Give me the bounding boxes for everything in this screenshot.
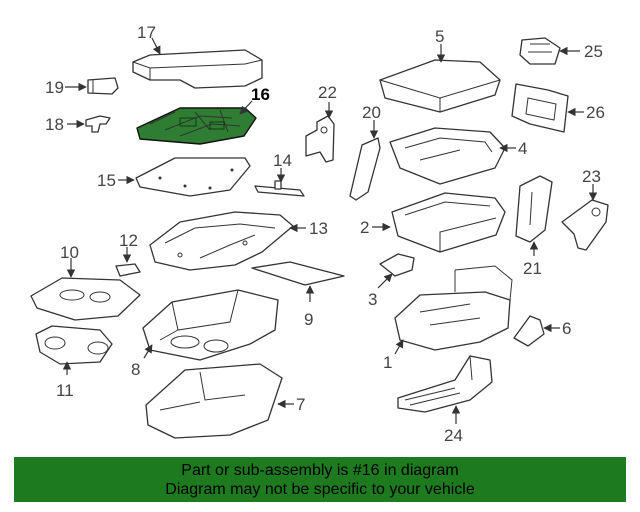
callout-11: 11 <box>56 381 74 400</box>
callout-22: 22 <box>318 83 337 102</box>
callout-4: 4 <box>518 139 527 158</box>
part-18-hinge[interactable] <box>85 115 111 133</box>
callout-8: 8 <box>131 360 140 379</box>
part-25-latch[interactable] <box>519 37 561 65</box>
part-16-highlighted-panel[interactable] <box>136 107 257 145</box>
callout-25: 25 <box>584 42 603 61</box>
part-19-latch[interactable] <box>87 77 119 95</box>
callout-19: 19 <box>45 78 64 97</box>
part-26-bezel[interactable] <box>511 83 569 133</box>
callout-15: 15 <box>97 171 116 190</box>
banner-line-disclaimer: Diagram may not be specific to your vehi… <box>165 480 475 498</box>
part-3-bracket[interactable] <box>379 253 415 277</box>
part-21-side-bracket[interactable] <box>515 175 553 243</box>
callout-1: 1 <box>383 353 392 372</box>
part-22-bracket[interactable] <box>305 115 335 163</box>
callout-24: 24 <box>444 426 463 445</box>
callout-7: 7 <box>296 395 305 414</box>
callout-10: 10 <box>60 243 79 262</box>
part-17-console-lid[interactable] <box>132 49 263 89</box>
part-12-block[interactable] <box>115 263 141 277</box>
part-1-seat-frame[interactable] <box>394 265 513 351</box>
callout-16: 16 <box>251 85 270 104</box>
part-4-tray-frame[interactable] <box>389 127 506 185</box>
part-10-tray[interactable] <box>30 277 141 321</box>
callout-13: 13 <box>309 219 328 238</box>
callout-12: 12 <box>119 231 138 250</box>
part-8-console-bin[interactable] <box>142 289 279 361</box>
callout-26: 26 <box>586 103 605 122</box>
callout-2: 2 <box>360 218 369 237</box>
part-20-trim[interactable] <box>349 137 381 201</box>
callout-23: 23 <box>582 167 601 186</box>
callout-6: 6 <box>562 319 571 338</box>
part-24-duct[interactable] <box>397 355 493 413</box>
part-5-cushion[interactable] <box>379 59 501 113</box>
callout-17: 17 <box>137 23 156 42</box>
part-23-pivot[interactable] <box>561 199 609 251</box>
info-banner: Part or sub-assembly is #16 in diagram D… <box>14 457 626 502</box>
callout-21: 21 <box>523 259 542 278</box>
callout-5: 5 <box>435 27 444 46</box>
part-14-strip[interactable] <box>254 180 305 197</box>
callout-14: 14 <box>273 151 292 170</box>
callout-9: 9 <box>304 310 313 329</box>
callout-18: 18 <box>45 115 64 134</box>
part-9-mat[interactable] <box>251 261 345 286</box>
parts-diagram: 17 19 18 16 15 22 14 <box>30 23 609 445</box>
callout-3: 3 <box>368 290 377 309</box>
banner-line-part-number: Part or sub-assembly is #16 in diagram <box>181 461 459 479</box>
part-13-frame[interactable] <box>149 211 294 271</box>
part-6-clip[interactable] <box>513 315 545 347</box>
part-15-plate[interactable] <box>135 157 251 197</box>
part-7-housing[interactable] <box>145 363 283 439</box>
callout-20: 20 <box>362 103 381 122</box>
part-11-cup-holder[interactable] <box>35 325 113 365</box>
part-2-tray[interactable] <box>391 192 506 253</box>
